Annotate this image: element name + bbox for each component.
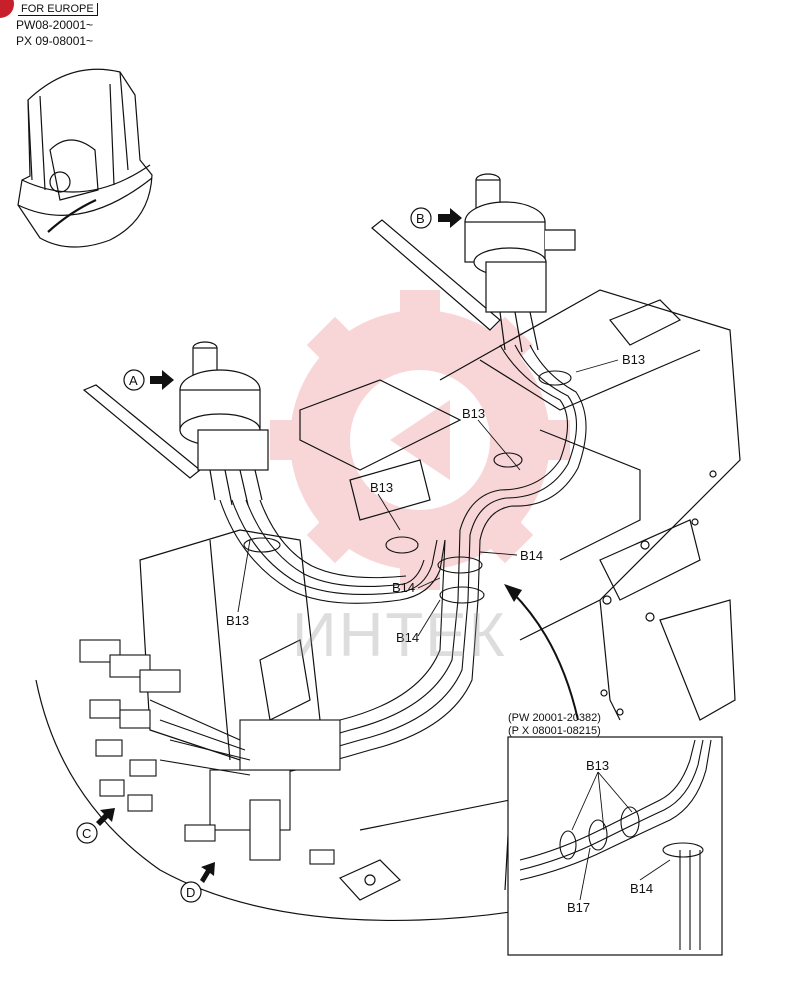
inset-callout-b14: B14 — [630, 881, 653, 896]
serial-range-2: PX 09-08001~ — [16, 34, 94, 48]
inset-leader-arrowhead — [504, 584, 522, 602]
cab-thumbnail — [17, 68, 153, 248]
callout-leaders — [237, 359, 671, 901]
view-b-marker: B — [410, 207, 462, 229]
callout-b14-right: B14 — [520, 548, 543, 563]
pilot-valve-a — [82, 341, 269, 506]
pilot-valve-b — [371, 173, 576, 353]
watermark-gear-logo — [270, 290, 570, 590]
callout-b14-mid: B14 — [392, 580, 415, 595]
control-valve-assembly — [79, 639, 341, 865]
serial-range-1: PW08-20001~ — [16, 18, 94, 32]
view-c-letter: C — [82, 826, 91, 841]
inset-serial-range-1: (PW 20001-20382) — [508, 712, 601, 724]
watermark-text: ИНТЕК — [292, 601, 507, 670]
view-d-letter: D — [186, 885, 195, 900]
inset-callout-b13: B13 — [586, 758, 609, 773]
hose-bundle — [219, 344, 587, 777]
view-c-marker: C — [76, 808, 115, 844]
region-label: FOR EUROPE — [18, 3, 98, 16]
view-b-letter: B — [416, 211, 425, 226]
callout-b13-left: B13 — [226, 613, 249, 628]
callout-b13-top-right: B13 — [622, 352, 645, 367]
callout-b14-lower: B14 — [396, 630, 419, 645]
inset-leader-arrow — [511, 591, 579, 721]
view-a-letter: A — [129, 373, 138, 388]
inset-detail — [507, 736, 723, 956]
view-a-marker: A — [123, 369, 174, 391]
callout-b13-center: B13 — [462, 406, 485, 421]
callout-b13-mid: B13 — [370, 480, 393, 495]
inset-callout-b17: B17 — [567, 900, 590, 915]
view-d-marker: D — [180, 862, 215, 903]
inset-serial-range-2: (P X 08001-08215) — [508, 725, 601, 737]
